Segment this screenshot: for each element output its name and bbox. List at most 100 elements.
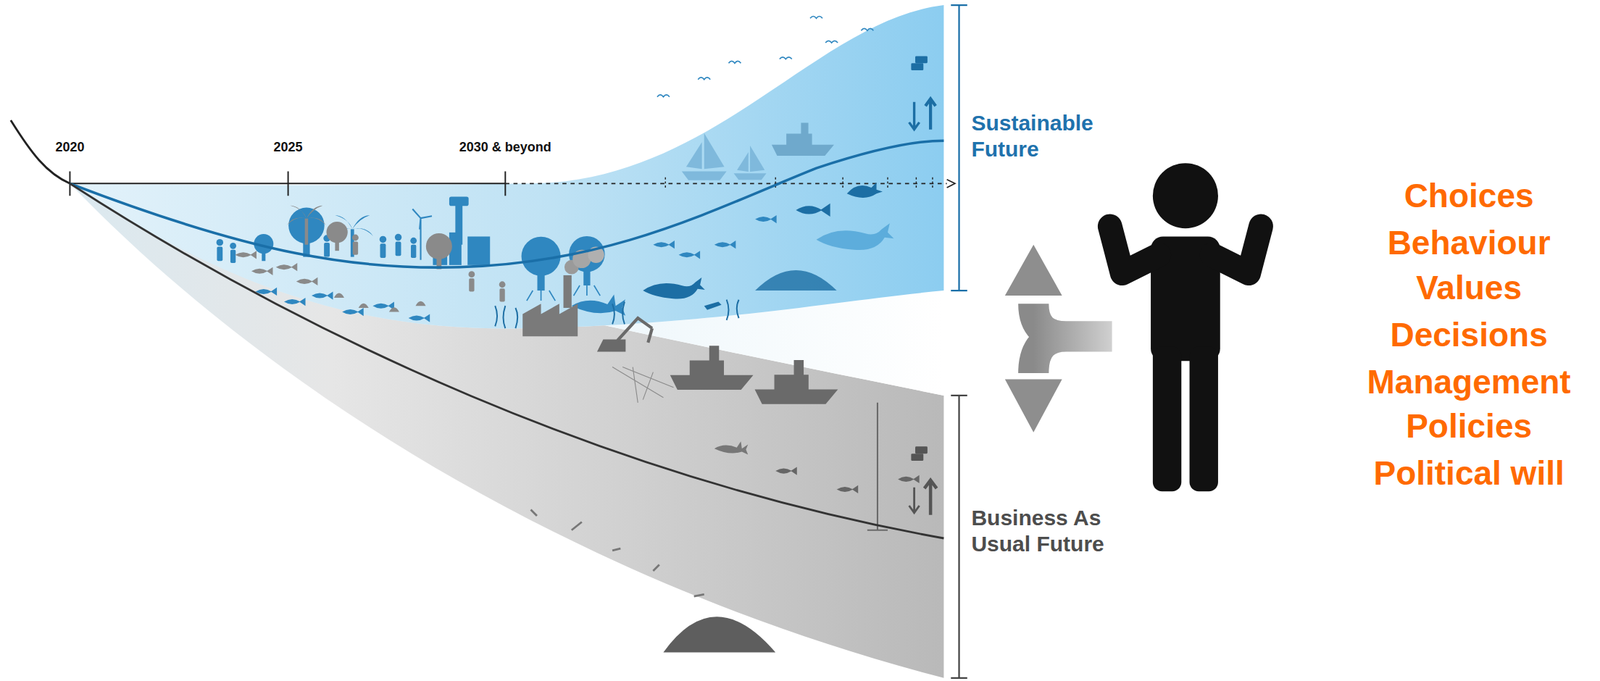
sustainable-scene-part bbox=[681, 133, 727, 181]
business-as-usual-scene-part bbox=[326, 221, 348, 251]
timeline-part bbox=[947, 179, 956, 188]
driver-label: Choices bbox=[1404, 176, 1535, 216]
sustainable-scene-part-part bbox=[860, 28, 874, 31]
person-icon-part bbox=[1152, 163, 1219, 229]
year-label: 2020 bbox=[55, 139, 85, 156]
sustainable-scene-part bbox=[449, 197, 469, 207]
sustainable-band bbox=[69, 5, 944, 329]
business-as-usual-scene-part bbox=[867, 402, 888, 531]
year-label: 2025 bbox=[273, 139, 303, 156]
sustainable-scene-part bbox=[571, 294, 626, 316]
business-as-usual-scene-part bbox=[617, 318, 653, 343]
sustainable-scene-part bbox=[455, 203, 463, 245]
sustainable-scene-part bbox=[755, 215, 777, 224]
fork-arrow-part bbox=[1005, 244, 1063, 296]
business-as-usual-scene-part bbox=[612, 367, 674, 403]
business-as-usual-scene-part bbox=[334, 293, 345, 306]
business-as-usual-scene-part bbox=[234, 250, 257, 259]
sustainable-scene-part bbox=[410, 237, 417, 258]
timeline-part bbox=[69, 171, 506, 196]
sustainable-bracket bbox=[950, 5, 968, 291]
business-as-usual-scene-part bbox=[352, 234, 359, 256]
sustainable-trend-line bbox=[69, 140, 944, 268]
business-as-usual-scene-part bbox=[415, 301, 426, 314]
person-icon bbox=[1110, 163, 1261, 492]
sustainable-scene-part bbox=[372, 302, 395, 311]
business-as-usual-scene-part bbox=[499, 281, 506, 302]
business-as-usual-scene-part bbox=[597, 339, 626, 353]
business-as-usual-scene-part bbox=[663, 616, 776, 653]
scenario-label: Business As Usual Future bbox=[971, 505, 1142, 558]
business-as-usual-scene-part bbox=[755, 360, 839, 405]
business-as-usual-scene-part bbox=[286, 205, 327, 245]
business-as-usual-scene-part bbox=[909, 487, 920, 514]
business-as-usual-scene-part bbox=[775, 466, 798, 475]
driver-label: Decisions bbox=[1389, 315, 1548, 356]
sustainable-scene-part-part bbox=[779, 57, 793, 60]
sustainable-scene-part-part bbox=[810, 16, 823, 19]
sustainable-scene-part bbox=[521, 236, 561, 291]
business-as-usual-scene-part bbox=[251, 267, 274, 276]
timeline-part bbox=[505, 182, 947, 185]
business-as-usual-scene-part bbox=[714, 441, 748, 455]
business-as-usual-scene-part bbox=[296, 277, 319, 286]
fork-arrow bbox=[1005, 244, 1113, 433]
business-as-usual-scene-part bbox=[924, 480, 937, 516]
business-as-usual-scene-part bbox=[522, 303, 578, 337]
driver-label: Policies bbox=[1405, 406, 1532, 447]
business-as-usual-scene-part bbox=[910, 453, 924, 461]
sustainable-scene-part bbox=[642, 277, 706, 300]
sustainable-scene-part bbox=[652, 240, 675, 249]
business-as-usual-scene-part bbox=[915, 446, 928, 454]
business-as-usual-scene-part bbox=[389, 307, 400, 319]
business-as-usual-scene bbox=[234, 205, 937, 653]
sustainable-scene-part bbox=[925, 98, 936, 129]
driver-label: Values bbox=[1415, 268, 1522, 308]
timeline bbox=[10, 120, 956, 196]
sustainable-scene-part bbox=[568, 236, 606, 286]
business-as-usual-scene-part bbox=[670, 345, 754, 390]
fork-arrow-part bbox=[1033, 303, 1112, 337]
scenario-label: Sustainable Future bbox=[971, 110, 1120, 163]
person-icon-part bbox=[1110, 226, 1160, 274]
sustainable-scene-part bbox=[678, 250, 701, 259]
sustainable-scene-part bbox=[284, 297, 306, 306]
fork-arrow-part bbox=[1033, 303, 1112, 374]
sustainable-scene-part bbox=[915, 55, 928, 64]
business-as-usual-scene-part bbox=[897, 475, 920, 484]
sustainable-scene-part bbox=[379, 236, 387, 258]
business-as-usual-trend-line bbox=[69, 183, 944, 539]
driver-label: Management bbox=[1367, 362, 1572, 403]
business-as-usual-scene-part bbox=[276, 263, 298, 272]
sustainable-scene-part bbox=[342, 307, 364, 316]
driver-label: Political will bbox=[1373, 453, 1564, 494]
sustainable-scene-part-part bbox=[657, 94, 670, 98]
business-as-usual-scene-part bbox=[358, 303, 369, 316]
sustainable-scene-part bbox=[909, 102, 920, 130]
business-as-usual-scene-part bbox=[426, 233, 453, 270]
fork-arrow-part bbox=[1005, 378, 1063, 432]
person-icon-part bbox=[1189, 346, 1219, 492]
sustainable-scene-part bbox=[734, 145, 767, 180]
sustainable-scene-part bbox=[311, 291, 334, 300]
person-icon-part bbox=[1212, 226, 1262, 274]
sustainable-scene-part-part bbox=[825, 40, 838, 43]
sustainable-scene-part bbox=[771, 122, 835, 156]
sustainable-scene-part bbox=[704, 302, 722, 311]
sustainable-scene-part bbox=[755, 270, 837, 291]
sustainable-scene-part bbox=[816, 223, 895, 250]
business-as-usual-scene-part bbox=[836, 485, 859, 494]
sustainable-scene-part-part bbox=[728, 60, 741, 64]
sustainable-scene-part-part bbox=[697, 77, 711, 80]
sustainable-scene-part bbox=[467, 236, 490, 265]
sustainable-scene-part bbox=[910, 63, 924, 71]
business-as-usual-scene-part bbox=[531, 510, 705, 598]
driver-label: Behaviour bbox=[1387, 223, 1551, 264]
sustainable-scene-part bbox=[847, 182, 883, 198]
sustainable-scene-part bbox=[657, 16, 874, 98]
sustainable-scene-part bbox=[216, 239, 224, 261]
business-as-usual-scene-part bbox=[563, 275, 572, 308]
person-icon-part bbox=[1152, 346, 1182, 492]
